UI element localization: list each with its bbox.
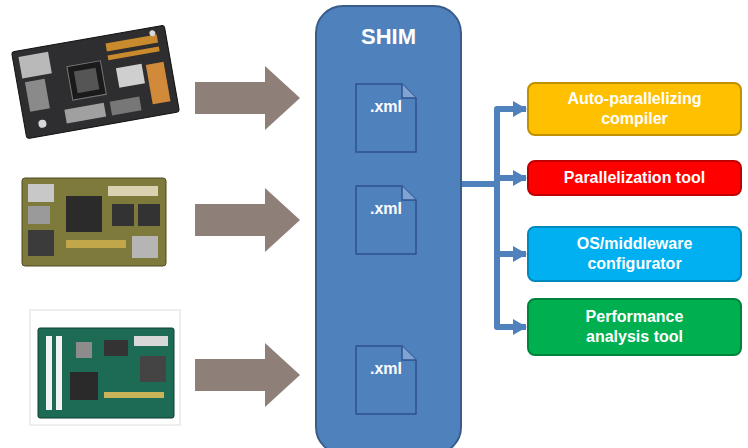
- xml-document: .xml: [355, 185, 417, 255]
- tool-label: OS/middleware configurator: [556, 234, 713, 274]
- tool-box: Parallelization tool: [527, 160, 742, 196]
- block-arrow: [195, 188, 300, 252]
- flow-arrow: [462, 109, 526, 184]
- tool-box: Performance analysis tool: [527, 298, 742, 356]
- document-icon: [355, 345, 417, 415]
- document-fold: [402, 346, 416, 360]
- document-icon: [355, 83, 417, 153]
- xml-document: .xml: [355, 345, 417, 415]
- dev-board-green: [30, 310, 180, 425]
- tool-box: Auto-parallelizing compiler: [527, 82, 742, 136]
- panel-title: SHIM: [361, 23, 416, 51]
- tool-label: Parallelization tool: [564, 168, 705, 188]
- block-arrow: [195, 66, 300, 130]
- document-icon: [355, 185, 417, 255]
- file-label: .xml: [370, 359, 402, 379]
- file-label: .xml: [370, 97, 402, 117]
- document-outline: [356, 84, 416, 152]
- document-outline: [356, 186, 416, 254]
- xml-document: .xml: [355, 83, 417, 153]
- document-fold: [402, 186, 416, 200]
- tool-box: OS/middleware configurator: [527, 226, 742, 282]
- document-fold: [402, 84, 416, 98]
- tool-label: Performance analysis tool: [556, 307, 713, 347]
- dev-board-olive: [22, 178, 166, 266]
- dev-board-dark: [12, 25, 180, 139]
- flow-arrow: [462, 184, 526, 327]
- document-outline: [356, 346, 416, 414]
- tool-label: Auto-parallelizing compiler: [556, 89, 713, 129]
- file-label: .xml: [370, 199, 402, 219]
- block-arrow: [195, 343, 300, 407]
- shim-panel: SHIM .xml .xml .xml: [315, 5, 462, 448]
